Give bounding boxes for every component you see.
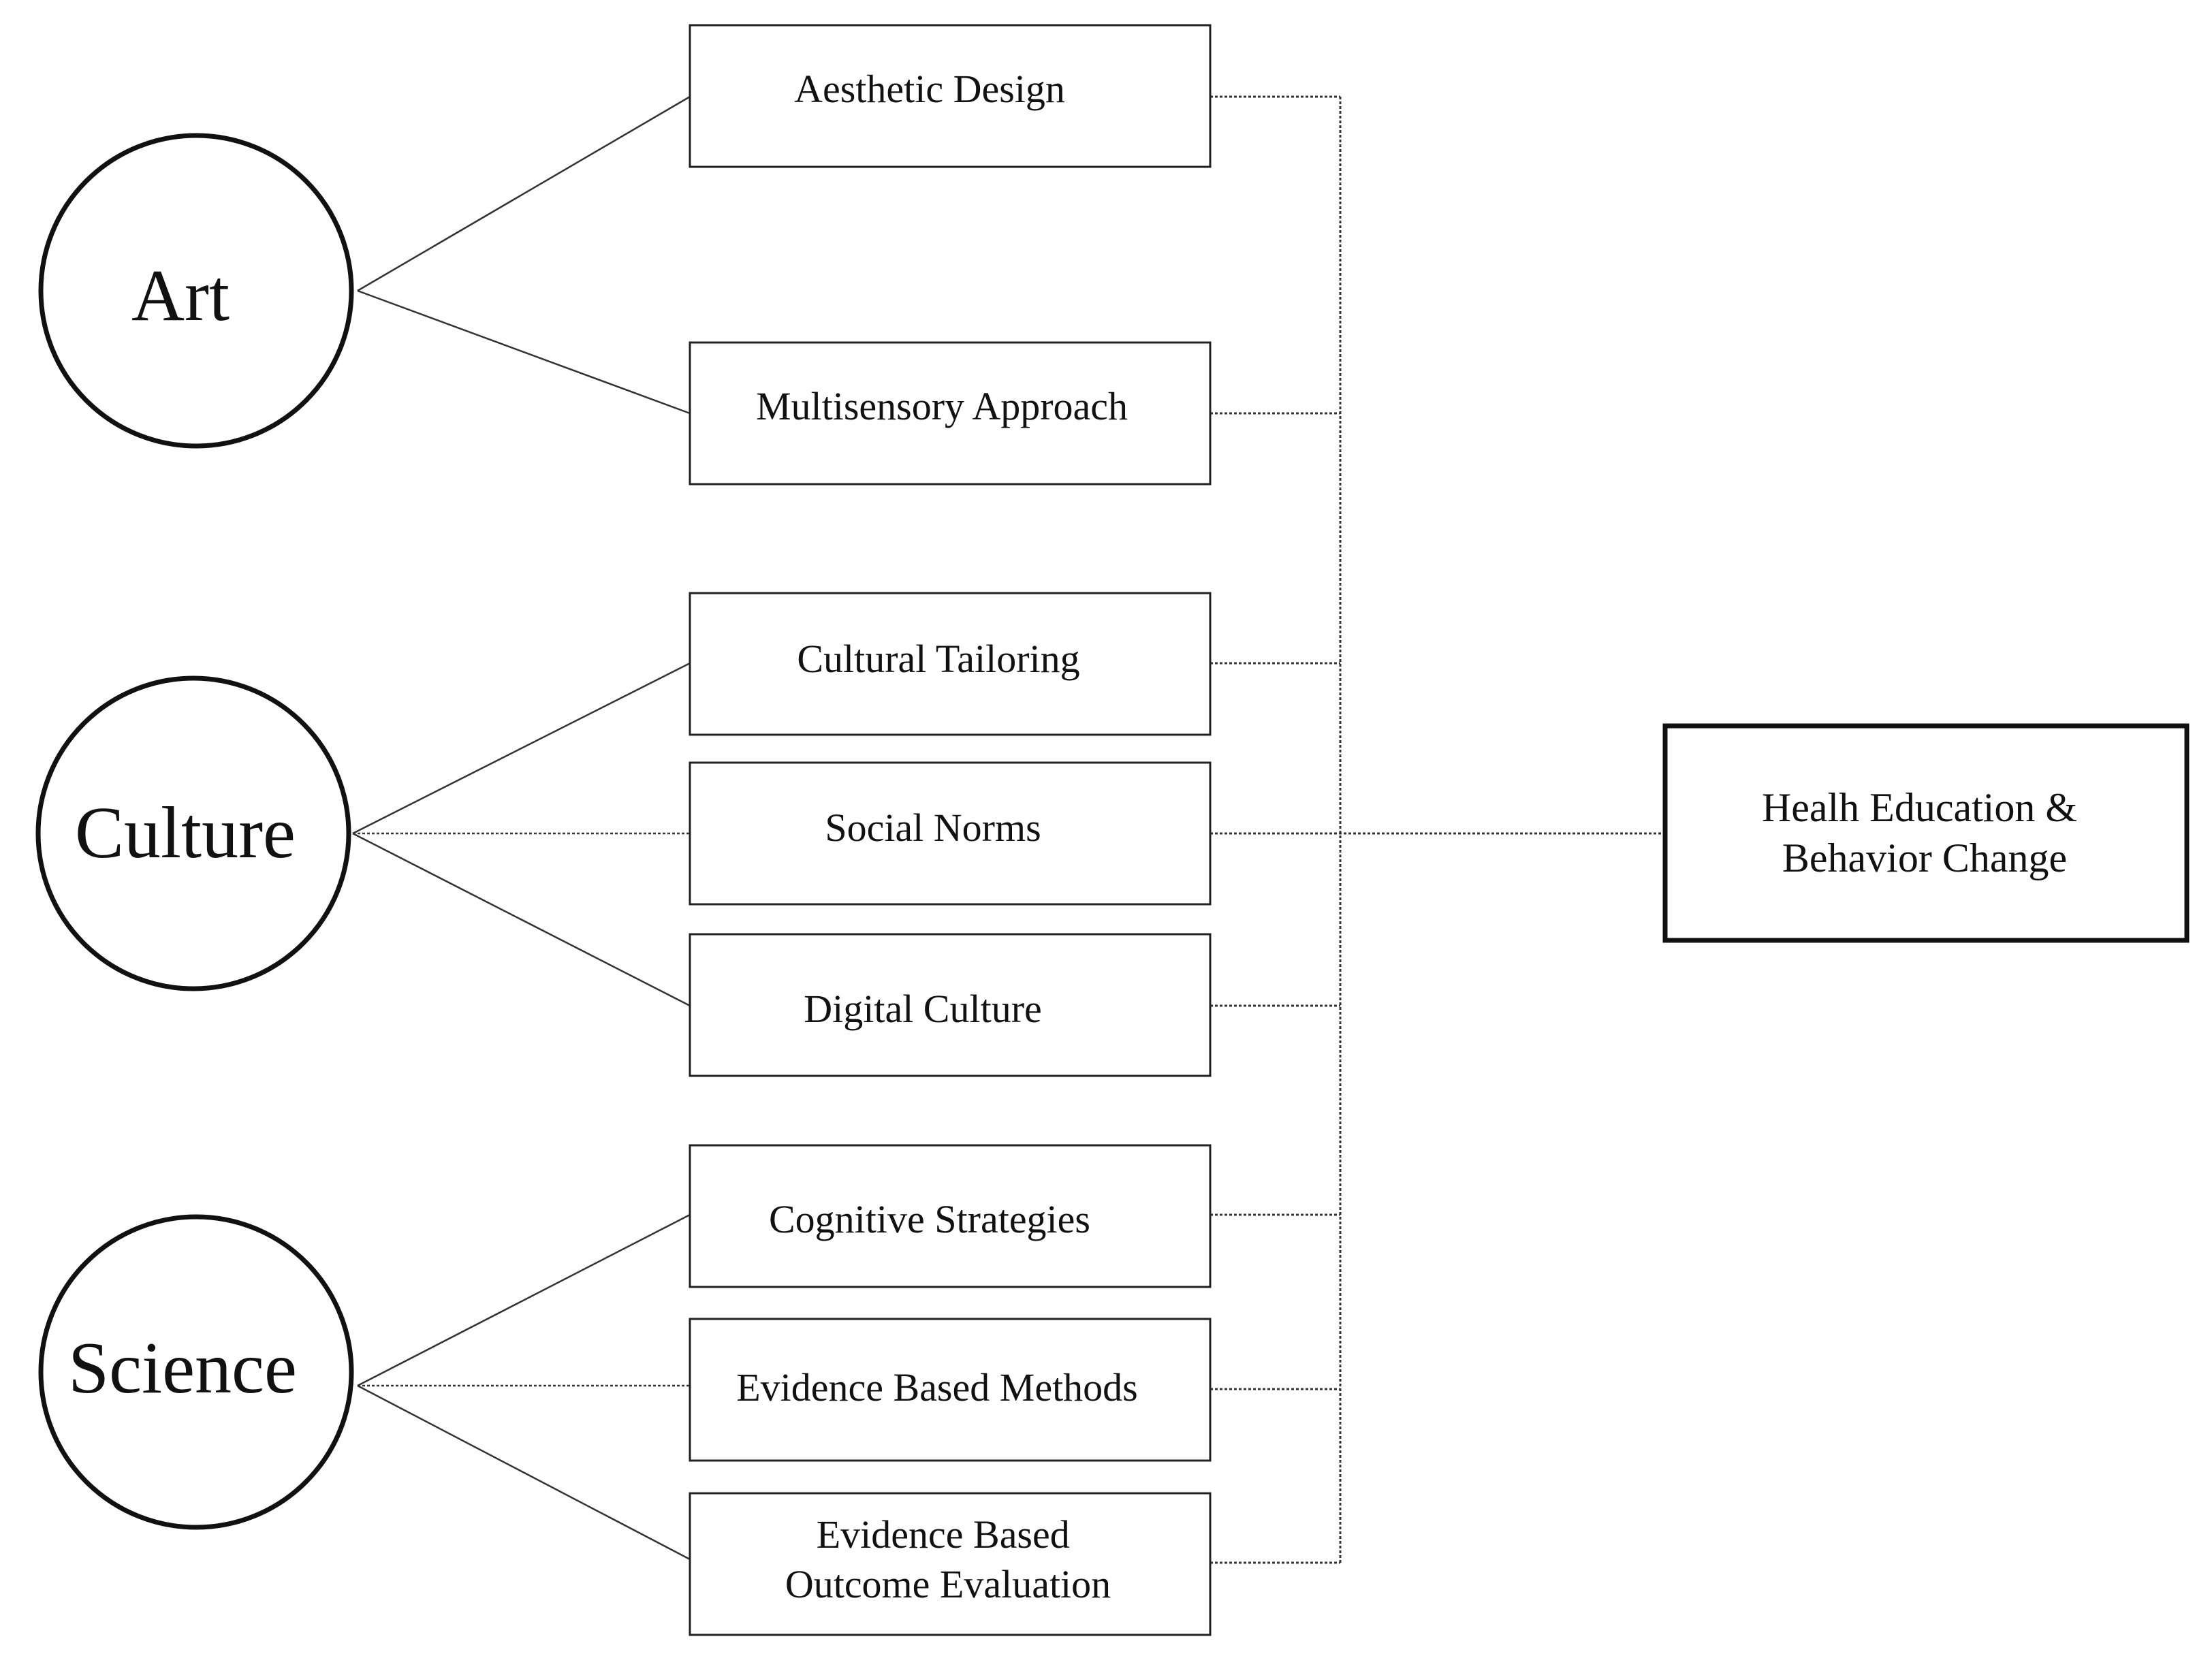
- factor-evidence-based-methods: Evidence Based Methods: [689, 1318, 1212, 1462]
- connector-art-aesthetic: [357, 95, 691, 292]
- connector-science-outcome: [357, 1384, 691, 1561]
- factor-label-line: Aesthetic Design: [794, 67, 1065, 111]
- factor-label-line: Digital Culture: [804, 987, 1042, 1031]
- category-culture: Culture: [35, 675, 351, 991]
- connector-science-cognitive: [357, 1213, 691, 1387]
- factor-cognitive-strategies: Cognitive Strategies: [689, 1144, 1212, 1288]
- connector-art-multisensory: [357, 289, 691, 415]
- art-circle: [38, 133, 354, 449]
- outcome-box: [1662, 723, 2190, 943]
- factor-evidence-based-outcome-evaluation: Evidence Based Outcome Evaluation: [689, 1492, 1212, 1636]
- factor-label-line: Evidence Based: [817, 1512, 1070, 1557]
- factor-label-line: Multisensory Approach: [756, 384, 1128, 428]
- factor-box: [689, 24, 1212, 168]
- factor-label: Digital Culture: [804, 987, 1042, 1031]
- factor-label: Evidence Based Methods: [736, 1365, 1138, 1410]
- outcome-label-line: Behavior Change: [1782, 835, 2067, 880]
- factor-social-norms: Social Norms: [689, 761, 1212, 906]
- factor-box: [689, 592, 1212, 736]
- factor-box: [689, 341, 1212, 485]
- factor-multisensory-approach: Multisensory Approach: [689, 341, 1212, 485]
- factor-label: Cultural Tailoring: [797, 637, 1079, 681]
- factor-box: [689, 1318, 1212, 1462]
- category-art: Art: [38, 133, 354, 449]
- factor-label-line: Cognitive Strategies: [769, 1197, 1090, 1241]
- factor-box: [689, 1144, 1212, 1288]
- factor-digital-culture: Digital Culture: [689, 933, 1212, 1077]
- factor-label: Evidence Based Outcome Evaluation: [785, 1512, 1111, 1606]
- factor-box: [689, 1492, 1212, 1636]
- connector-culture-cultural: [352, 662, 691, 835]
- connector-culture-digital: [352, 832, 691, 1007]
- culture-circle: [35, 675, 351, 991]
- outcome-node: Healh Education & Behavior Change: [1662, 723, 2190, 943]
- science-label: Science: [68, 1328, 297, 1409]
- factor-aesthetic-design: Aesthetic Design: [689, 24, 1212, 168]
- factor-label: Social Norms: [825, 806, 1041, 850]
- factor-label-line: Cultural Tailoring: [797, 637, 1079, 681]
- outcome-label: Healh Education & Behavior Change: [1762, 785, 2087, 880]
- culture-label: Culture: [75, 793, 296, 874]
- factor-label-line: Social Norms: [825, 806, 1041, 850]
- art-label: Art: [131, 255, 230, 336]
- factor-label: Aesthetic Design: [794, 67, 1065, 111]
- outcome-connectors: [1210, 95, 1665, 1564]
- factor-cultural-tailoring: Cultural Tailoring: [689, 592, 1212, 736]
- outcome-label-line: Healh Education &: [1762, 785, 2077, 830]
- factor-label: Multisensory Approach: [756, 384, 1128, 428]
- category-science: Science: [38, 1214, 354, 1530]
- factor-box: [689, 761, 1212, 906]
- category-connectors: [352, 95, 691, 1561]
- science-circle: [38, 1214, 354, 1530]
- factor-label-line: Evidence Based Methods: [736, 1365, 1138, 1410]
- factor-box: [689, 933, 1212, 1077]
- factor-label-line: Outcome Evaluation: [785, 1562, 1111, 1606]
- factor-label: Cognitive Strategies: [769, 1197, 1090, 1241]
